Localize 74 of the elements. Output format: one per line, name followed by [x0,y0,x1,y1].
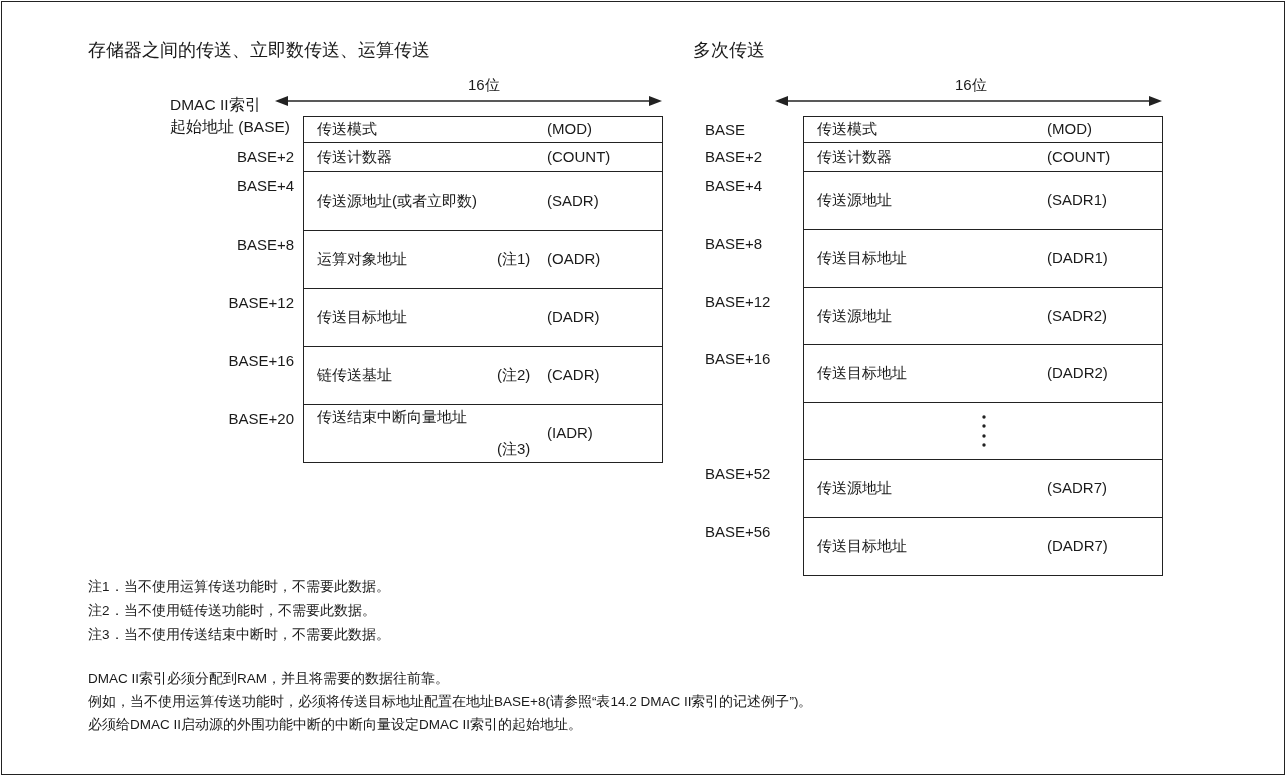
address-label: BASE+12 [228,294,294,312]
register-row [303,171,663,231]
register-symbol: (SADR) [547,191,599,210]
register-symbol: (OADR) [547,250,601,268]
register-row [303,116,663,143]
section-title: 存储器之间的传送、立即数传送、运算传送 [88,39,430,62]
register-symbol: (IADR) [547,424,593,442]
footnote: 注3．当不使用传送结束中断时，不需要此数据。 [88,626,390,644]
address-label: BASE+4 [705,177,763,195]
note-text: DMAC II索引必须分配到RAM，并且将需要的数据往前靠。 [88,670,449,688]
register-row [803,142,1163,172]
address-label: BASE+8 [705,235,763,253]
register-symbol: (DADR7) [1047,537,1108,555]
width-label: 16位 [468,76,500,95]
register-symbol: (DADR1) [1047,249,1108,267]
note-reference: (注1) [497,250,531,268]
address-label: BASE+8 [236,236,294,254]
register-symbol: (SADR7) [1047,479,1107,497]
register-row [803,344,1163,403]
address-label: BASE+52 [705,465,771,483]
address-label: BASE+20 [228,410,294,428]
note-text: 例如，当不使用运算传送功能时，必须将传送目标地址配置在地址BASE+8(请参照“表14.2 DMAC II索引的记述例子”)。 [88,693,813,711]
address-label: BASE+12 [705,293,771,311]
register-name: 链传送基址 [317,366,392,384]
register-row [303,346,663,405]
register-name: 传送目标地址 [817,537,907,555]
address-label: BASE+56 [705,523,771,541]
register-name: 传送计数器 [317,147,392,166]
note-reference: (注2) [497,366,531,384]
register-row [803,402,1163,460]
section-title: 多次传送 [693,39,765,62]
register-name: 传送结束中断向量地址 [317,408,467,426]
address-label: BASE+4 [236,177,294,195]
register-symbol: (COUNT) [547,147,611,166]
register-name: 运算对象地址 [317,250,407,268]
register-symbol: (CADR) [547,366,600,384]
register-row [303,142,663,172]
register-symbol: (MOD) [1047,120,1092,138]
register-name: 传送源地址 [817,479,892,497]
register-row [803,517,1163,576]
address-label: BASE+2 [236,148,294,166]
register-name: 传送模式 [817,120,877,138]
register-name: 传送计数器 [817,147,892,166]
register-name: 传送目标地址 [817,249,907,267]
register-symbol: (COUNT) [1047,147,1111,166]
note-text: 必须给DMAC II启动源的外围功能中断的中断向量设定DMAC II索引的起始地址。 [88,716,582,734]
address-label: BASE+16 [705,350,771,368]
register-row [803,459,1163,518]
width-label: 16位 [955,76,987,95]
register-row [303,404,663,463]
register-symbol: (DADR) [547,308,600,326]
register-name: 传送源地址(或者立即数) [317,191,477,210]
register-name: 传送目标地址 [817,364,907,382]
register-row [803,171,1163,230]
address-label: DMAC II索引起始地址 (BASE) [170,95,290,137]
register-name: 传送模式 [317,120,377,138]
register-symbol: (MOD) [547,120,592,138]
register-symbol: (SADR1) [1047,191,1107,209]
register-symbol: (DADR2) [1047,364,1108,382]
register-row [303,230,663,289]
register-name: 传送目标地址 [317,308,407,326]
address-label: BASE+16 [228,352,294,370]
register-name: 传送源地址 [817,191,892,209]
address-label: BASE+2 [705,148,763,166]
address-label: BASE [705,121,746,139]
register-symbol: (SADR2) [1047,306,1107,325]
footnote: 注1．当不使用运算传送功能时，不需要此数据。 [88,578,390,596]
note-reference: (注3) [497,440,531,458]
register-row [803,229,1163,288]
register-row [303,288,663,347]
footnote: 注2．当不使用链传送功能时，不需要此数据。 [88,602,376,620]
register-name: 传送源地址 [817,306,892,325]
register-row [803,116,1163,143]
register-row [803,287,1163,345]
